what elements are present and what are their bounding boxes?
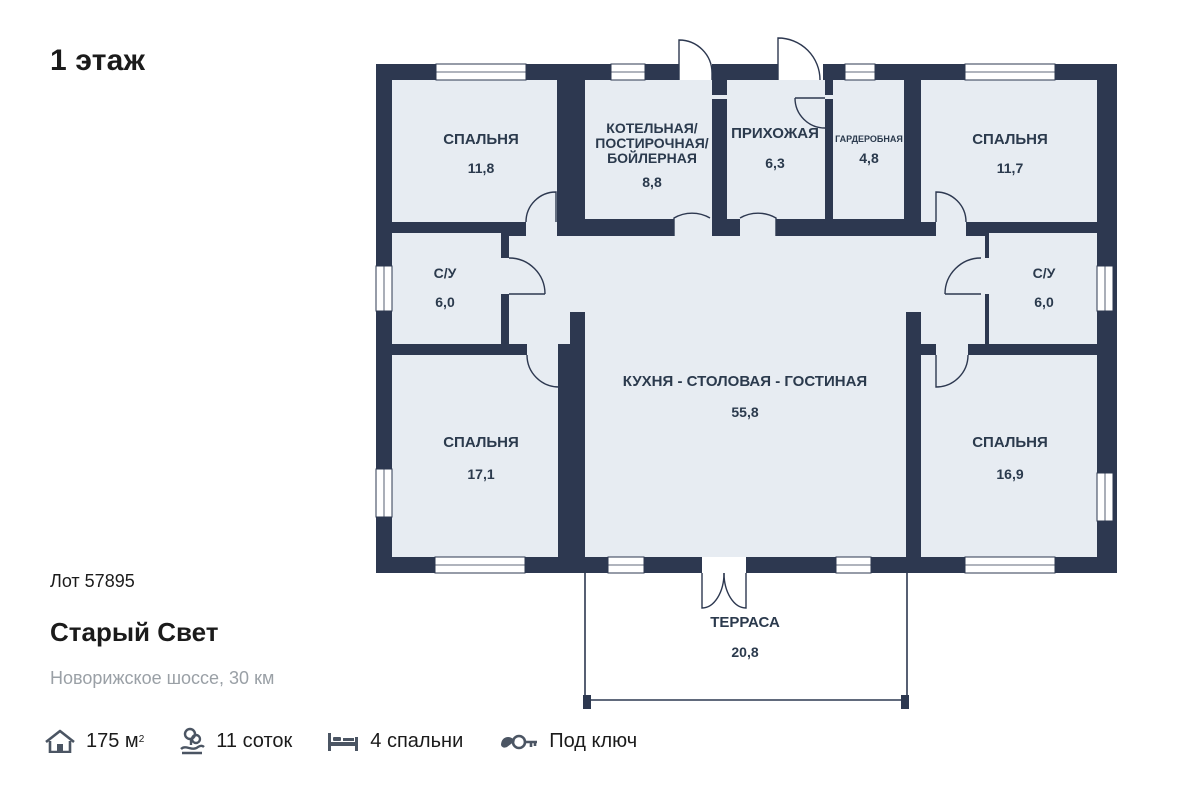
room-bath-r-name: С/У bbox=[1033, 265, 1056, 281]
house-icon bbox=[45, 729, 75, 753]
stat-bedrooms-value: 4 спальни bbox=[370, 729, 464, 752]
room-wardrobe-area: 4,8 bbox=[859, 150, 879, 166]
room-boiler-name-2: ПОСТИРОЧНАЯ/ bbox=[595, 135, 708, 151]
rooms bbox=[392, 80, 1097, 557]
room-bedroom-tr-area: 11,7 bbox=[997, 160, 1024, 176]
window-mullions bbox=[383, 71, 1106, 566]
room-bedroom-bl-name: СПАЛЬНЯ bbox=[443, 434, 519, 451]
stat-area-unit-sup: 2 bbox=[138, 733, 145, 745]
room-boiler-area: 8,8 bbox=[642, 174, 662, 190]
stat-finish-value: Под ключ bbox=[549, 729, 638, 752]
terrace bbox=[583, 572, 909, 709]
stat-finish: Под ключ bbox=[497, 730, 637, 753]
room-bath-r-area: 6,0 bbox=[1034, 294, 1054, 310]
project-address: Новорижское шоссе, 30 км bbox=[50, 668, 275, 688]
project-name: Старый Свет bbox=[50, 617, 219, 647]
room-bedroom-tl-name: СПАЛЬНЯ bbox=[443, 131, 519, 148]
stat-area-value: 175 м bbox=[86, 729, 139, 752]
room-terrace-name: ТЕРРАСА bbox=[710, 614, 780, 631]
door-openings bbox=[501, 64, 989, 573]
floor-title: 1 этаж bbox=[50, 44, 146, 77]
room-bedroom-tr-name: СПАЛЬНЯ bbox=[972, 131, 1048, 148]
room-boiler-name-1: КОТЕЛЬНАЯ/ bbox=[606, 120, 697, 136]
stat-plot: 11 соток bbox=[178, 727, 292, 755]
room-bedroom-br-area: 16,9 bbox=[996, 466, 1023, 482]
key-icon bbox=[501, 734, 538, 750]
room-bedroom-bl-area: 17,1 bbox=[467, 466, 494, 482]
room-living-name: КУХНЯ - СТОЛОВАЯ - ГОСТИНАЯ bbox=[623, 373, 867, 390]
room-boiler-name-3: БОЙЛЕРНАЯ bbox=[607, 149, 697, 166]
stat-plot-value: 11 соток bbox=[216, 729, 293, 752]
bed-icon bbox=[328, 733, 359, 751]
door-swings bbox=[508, 37, 982, 609]
room-wardrobe-name: ГАРДЕРОБНАЯ bbox=[835, 134, 903, 144]
room-terrace-area: 20,8 bbox=[731, 644, 758, 660]
stat-bedrooms: 4 спальни bbox=[326, 729, 463, 753]
room-labels: СПАЛЬНЯ 11,8 КОТЕЛЬНАЯ/ ПОСТИРОЧНАЯ/ БОЙ… bbox=[434, 120, 1056, 660]
room-living-area: 55,8 bbox=[731, 404, 758, 420]
lot-number: Лот 57895 bbox=[50, 571, 135, 591]
room-hall-name: ПРИХОЖАЯ bbox=[731, 125, 819, 142]
room-bedroom-br-name: СПАЛЬНЯ bbox=[972, 434, 1048, 451]
room-bedroom-tl-area: 11,8 bbox=[468, 160, 495, 176]
room-bath-l-name: С/У bbox=[434, 265, 457, 281]
plot-icon bbox=[180, 727, 206, 755]
room-hall-area: 6,3 bbox=[765, 155, 785, 171]
room-bath-l-area: 6,0 bbox=[435, 294, 455, 310]
